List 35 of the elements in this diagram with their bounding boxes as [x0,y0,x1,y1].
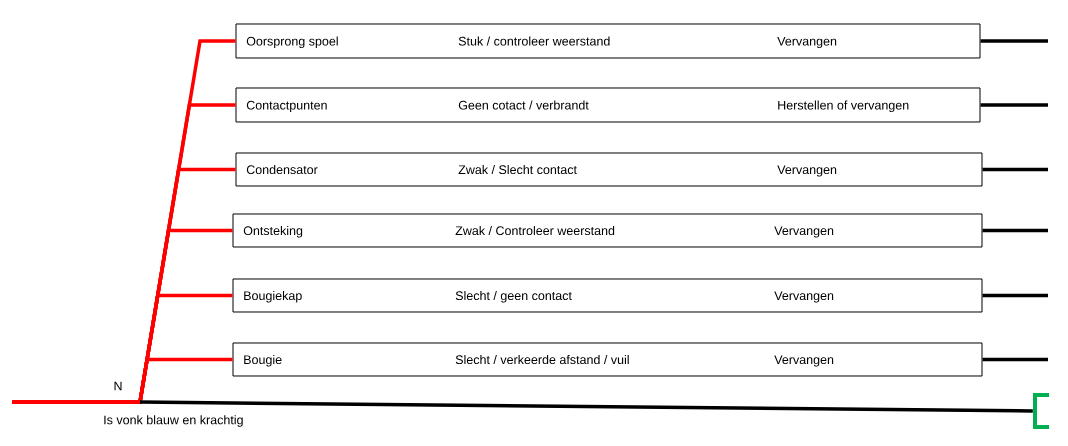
row-box [235,87,981,123]
connector-line [982,357,1048,362]
fault-text: Slecht / geen contact [455,290,572,303]
row-box [235,23,981,59]
part-name: Oorsprong spoel [246,36,338,49]
part-name: Contactpunten [246,100,327,113]
connector-line [140,400,1033,413]
connector-line [980,39,1048,43]
fault-text: Slecht / verkeerde afstand / vuil [455,354,629,365]
remedy-text: Vervangen [777,36,837,49]
connector-line [12,357,233,404]
remedy-text: Vervangen [777,165,837,177]
fault-text: Geen cotact / verbrandt [458,100,589,110]
remedy-text: Vervangen [774,226,834,238]
connector-line [982,228,1048,233]
part-name: Bougiekap [244,290,302,303]
row-box [232,278,983,313]
branch-label: N [114,381,122,391]
remedy-text: Vervangen [774,355,834,367]
part-name: Bougie [244,354,282,367]
fault-text: Stuk / controleer weerstand [458,36,610,46]
row-box [235,152,983,187]
row-box [232,213,983,248]
remedy-text: Herstellen of vervangen [778,100,909,113]
connector-line [982,293,1048,298]
part-name: Condensator [246,164,318,175]
remedy-text: Vervangen [774,291,834,303]
fault-text: Zwak / Controleer weerstand [455,225,615,236]
connector-line [982,167,1048,172]
part-name: Ontsteking [243,225,303,238]
connector-line [980,103,1048,107]
fault-text: Zwak / Slecht contact [458,164,577,175]
end-box [1033,393,1049,429]
row-box [232,342,983,377]
question-text: Is vonk blauw en krachtig [104,415,243,427]
